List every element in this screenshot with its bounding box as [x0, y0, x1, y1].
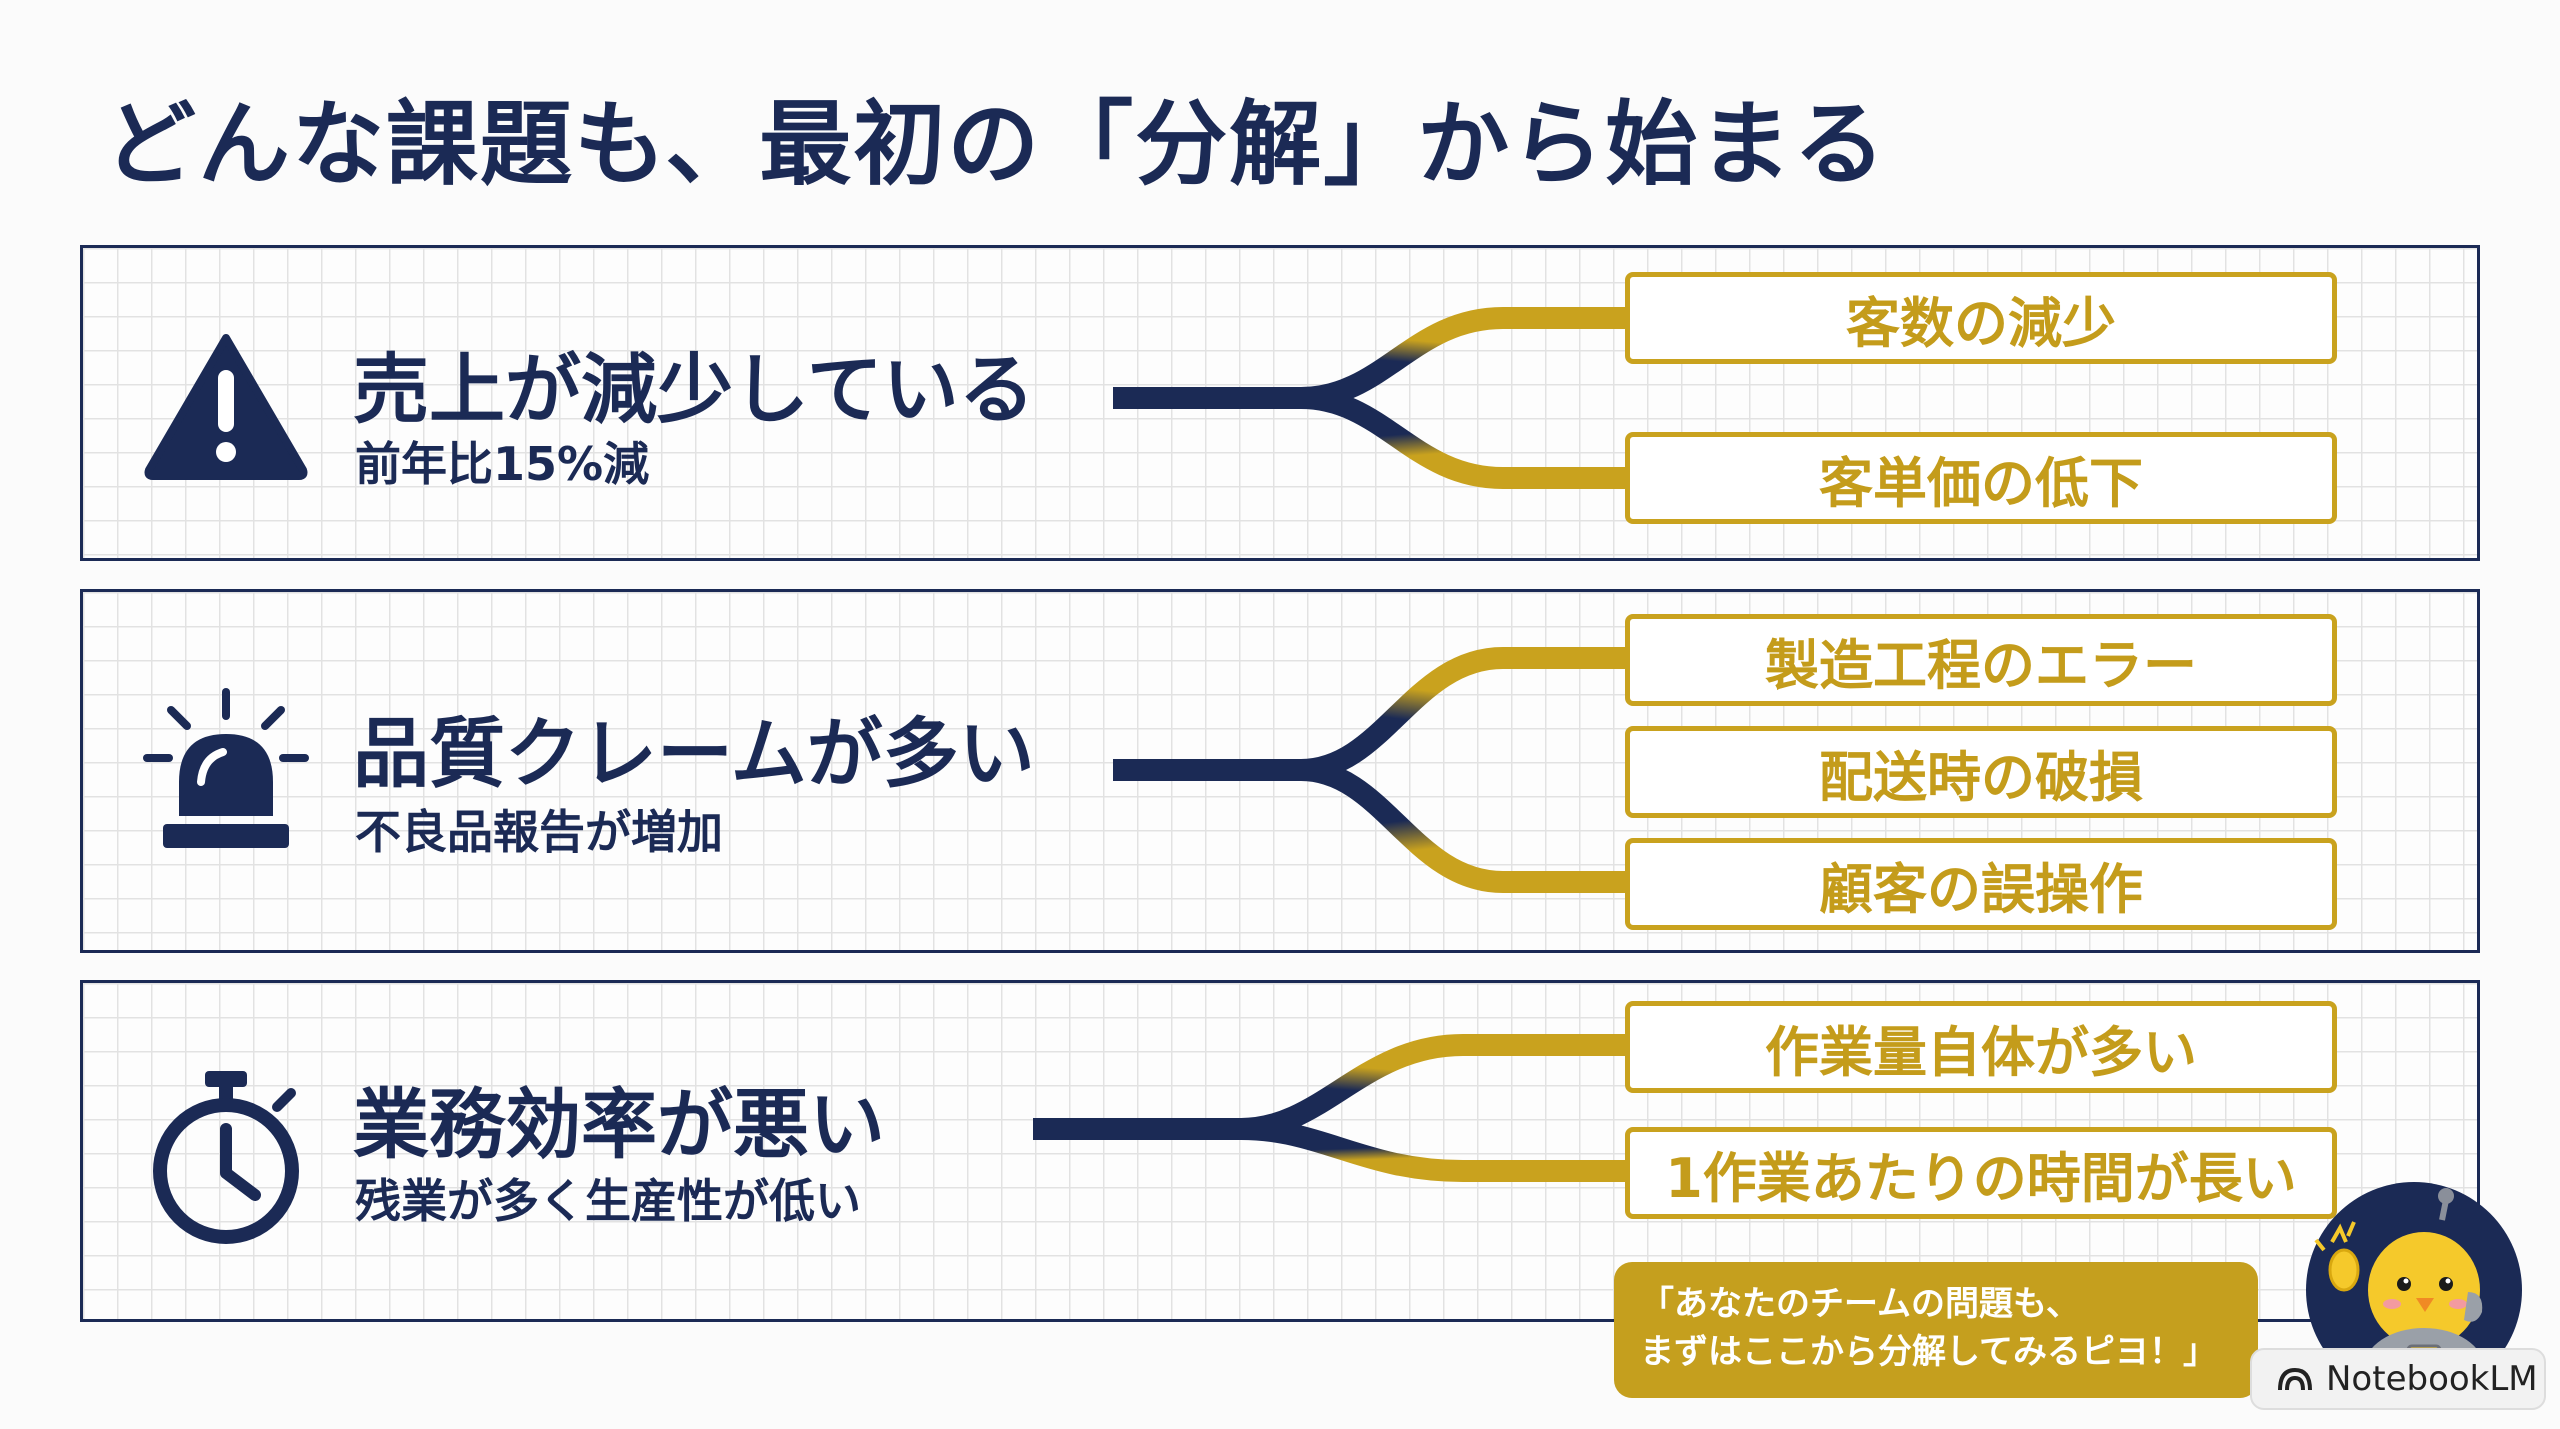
problem-title: 品質クレームが多い [353, 709, 1035, 798]
branch-connector [1113, 647, 1628, 893]
speech-line-1: 「あなたのチームの問題も、 [1640, 1284, 2080, 1324]
cause-box: 客数の減少 [1625, 272, 2337, 364]
warning-icon [144, 334, 308, 480]
branch-line-bottom [1300, 759, 1628, 893]
branch-line-top [1300, 307, 1628, 409]
speech-bubble: 「あなたのチームの問題も、 まずはここから分解してみるピヨ！」 [1614, 1262, 2258, 1398]
speech-line-2: まずはここから分解してみるピヨ！」 [1640, 1332, 2217, 1372]
chick-mascot-icon [2306, 1182, 2522, 1380]
cause-box: 顧客の誤操作 [1625, 838, 2337, 930]
alarm-light-icon [143, 688, 309, 848]
branch-line-bottom [1300, 387, 1628, 489]
problem-subtitle: 前年比15%減 [355, 437, 650, 491]
notebooklm-badge[interactable]: NotebookLM [2250, 1348, 2546, 1410]
branch-connector [1113, 307, 1628, 489]
cause-box: 作業量自体が多い [1625, 1001, 2337, 1093]
problem-title: 業務効率が悪い [353, 1080, 885, 1169]
branch-connector [1033, 1034, 1628, 1182]
page-title: どんな課題も、最初の「分解」から始まる [104, 91, 1888, 198]
cause-box: 客単価の低下 [1625, 432, 2337, 524]
badge-label: NotebookLM [2326, 1359, 2538, 1399]
problem-subtitle: 不良品報告が増加 [355, 805, 723, 859]
branch-line-bottom [1240, 1118, 1628, 1182]
notebooklm-logo-icon [2278, 1367, 2312, 1391]
cause-box: 配送時の破損 [1625, 726, 2337, 818]
problem-title: 売上が減少している [353, 345, 1035, 434]
problem-subtitle: 残業が多く生産性が低い [355, 1174, 861, 1228]
problem-panel-sales: 売上が減少している 前年比15%減 客数の減少 客単価の低下 [80, 245, 2480, 561]
stopwatch-icon [153, 1071, 299, 1244]
branch-line-top [1300, 647, 1628, 781]
problem-panel-quality: 品質クレームが多い 不良品報告が増加 製造工程のエラー 配送時の破損 顧客の誤操… [80, 589, 2480, 953]
cause-box: 1作業あたりの時間が長い [1625, 1127, 2337, 1219]
branch-line-top [1240, 1034, 1628, 1140]
cause-box: 製造工程のエラー [1625, 614, 2337, 706]
